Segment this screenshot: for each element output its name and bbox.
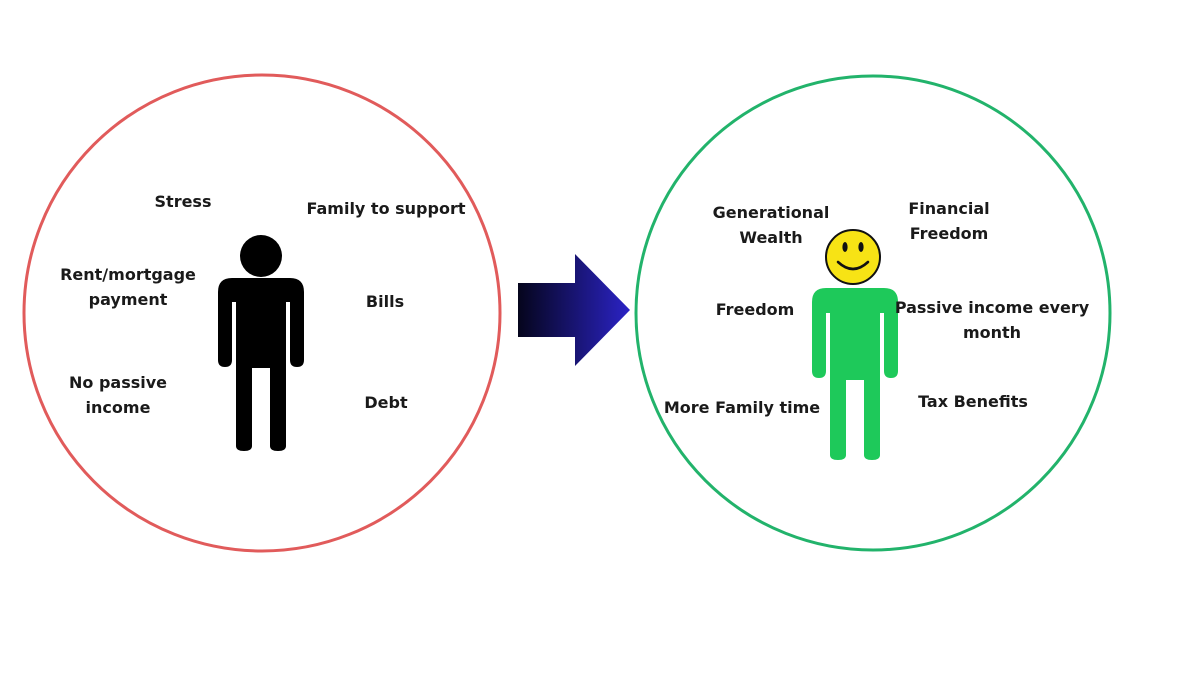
person-silhouette-icon — [218, 235, 304, 451]
smiley-face-icon — [825, 229, 881, 285]
label-stress: Stress — [154, 192, 212, 211]
label-generational-wealth: Generational Wealth — [712, 203, 830, 247]
label-family-to-support: Family to support — [306, 199, 466, 218]
happy-person-body — [812, 288, 898, 460]
label-more-family-time: More Family time — [663, 398, 821, 417]
happy-person-icon — [812, 229, 898, 460]
label-passive-income-every-month: Passive income every month — [894, 298, 1090, 342]
label-no-passive-income: No passive income — [68, 373, 168, 417]
label-tax-benefits: Tax Benefits — [918, 392, 1028, 411]
label-debt: Debt — [364, 393, 408, 412]
label-bills: Bills — [365, 292, 405, 311]
right-arrow-icon — [518, 254, 630, 366]
after-circle — [634, 74, 1112, 552]
label-freedom: Freedom — [715, 300, 795, 319]
label-rent-mortgage-payment: Rent/mortgage payment — [60, 265, 196, 309]
before-circle — [22, 73, 502, 553]
label-financial-freedom: Financial Freedom — [908, 199, 990, 243]
